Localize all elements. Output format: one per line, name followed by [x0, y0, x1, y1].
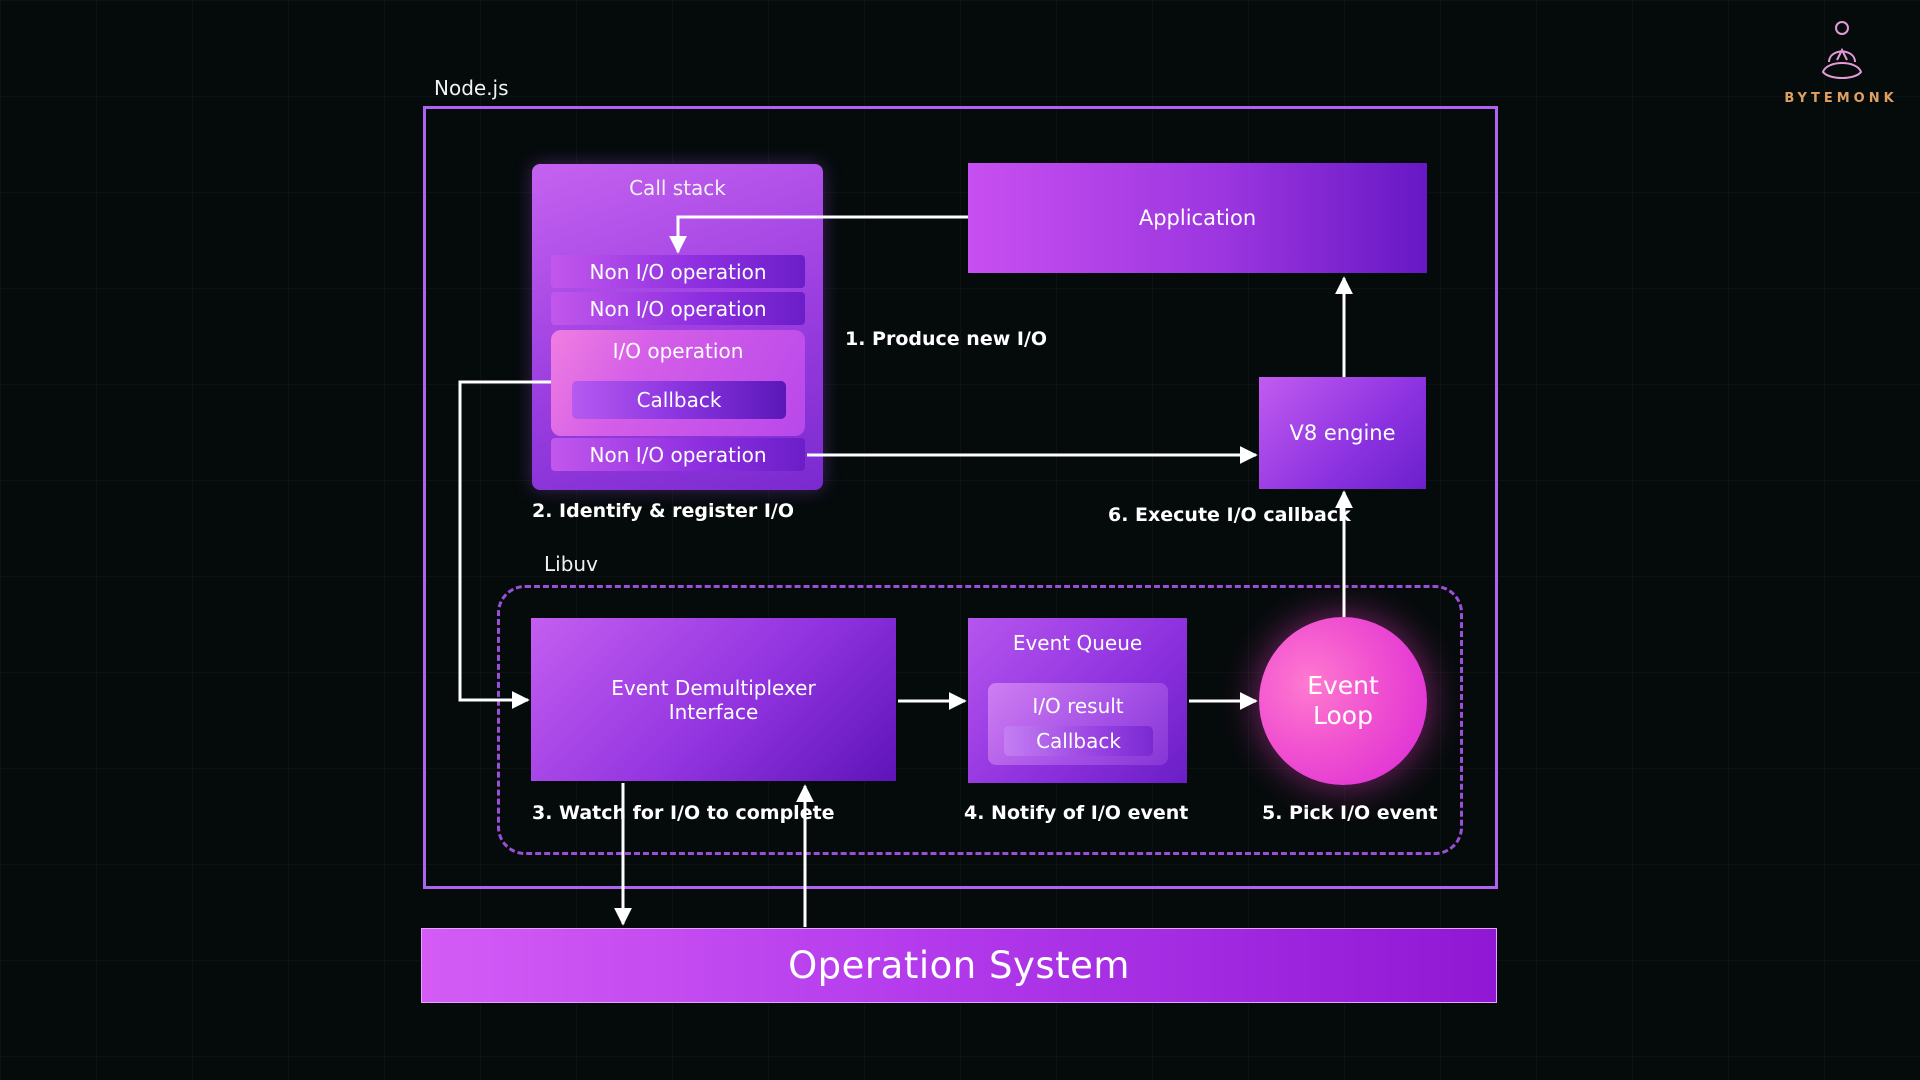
v8-engine-box: V8 engine	[1259, 377, 1426, 489]
arrow-application-to-callstack	[669, 215, 968, 254]
step-1-label: 1. Produce new I/O	[845, 328, 1048, 350]
libuv-frame	[497, 585, 1463, 855]
event-demultiplexer-box: Event Demultiplexer Interface	[531, 618, 896, 781]
event-demultiplexer-line-1: Event Demultiplexer	[611, 675, 816, 700]
operation-system-bar: Operation System	[421, 928, 1497, 1003]
step-3-label: 3. Watch for I/O to complete	[532, 802, 835, 824]
step-6-label: 6. Execute I/O callback	[1108, 504, 1351, 526]
bytemonk-logo-text: BYTEMONK	[1784, 90, 1898, 106]
meditating-monk-icon	[1821, 21, 1863, 79]
event-queue-callback: Callback	[1004, 726, 1153, 756]
step-2-label: 2. Identify & register I/O	[532, 500, 794, 522]
application-box: Application	[968, 163, 1427, 273]
event-loop-line-1: Event	[1307, 671, 1379, 700]
nodejs-frame	[423, 106, 1498, 889]
non-io-operation-2: Non I/O operation	[551, 292, 805, 325]
arrow-io-to-demux	[458, 380, 551, 709]
nodejs-label: Node.js	[434, 76, 509, 100]
step-5-label: 5. Pick I/O event	[1262, 802, 1438, 824]
non-io-operation-1: Non I/O operation	[551, 255, 805, 288]
call-stack-title: Call stack	[629, 176, 726, 200]
event-queue-io-result: I/O result	[1032, 694, 1124, 718]
non-io-operation-3: Non I/O operation	[551, 438, 805, 471]
event-loop-circle: Event Loop	[1259, 617, 1427, 785]
libuv-label: Libuv	[544, 552, 598, 576]
event-loop-line-2: Loop	[1313, 701, 1373, 730]
event-demultiplexer-line-2: Interface	[668, 699, 759, 724]
io-operation-label: I/O operation	[612, 339, 744, 363]
callstack-callback: Callback	[572, 381, 786, 419]
event-queue-title: Event Queue	[1012, 631, 1143, 655]
step-4-label: 4. Notify of I/O event	[964, 802, 1189, 824]
